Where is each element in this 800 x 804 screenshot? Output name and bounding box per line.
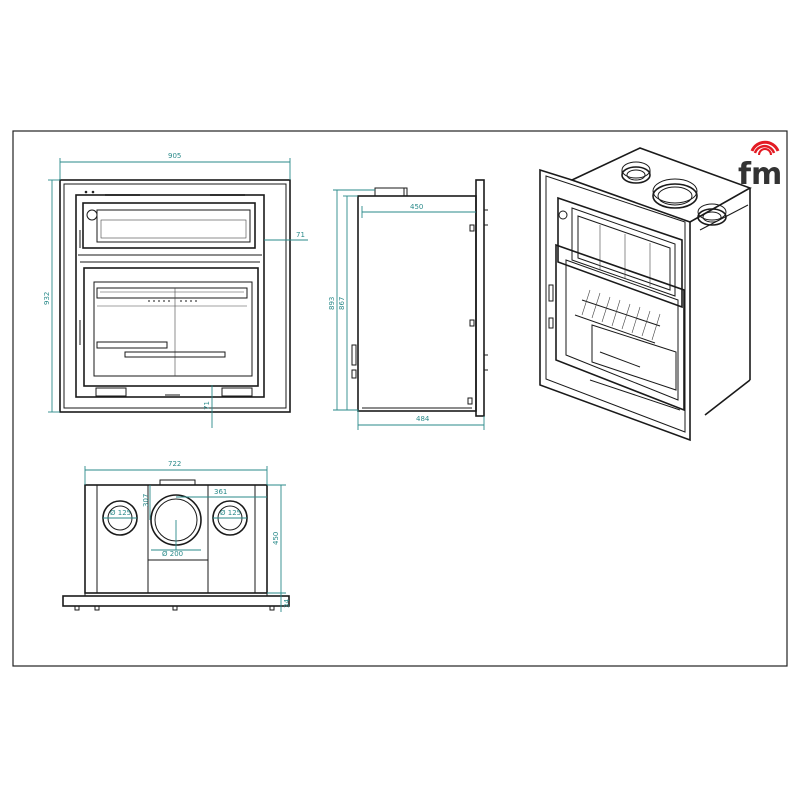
side-top-depth-label: 450	[410, 203, 423, 211]
top-depth-label: 450	[272, 532, 280, 545]
side-inner-height-dimension: 867	[338, 195, 358, 410]
top-width-dimension: 722	[84, 460, 268, 485]
side-outer-height-label: 893	[328, 297, 336, 310]
front-bottom-offset-dimension: 71	[203, 385, 213, 428]
front-width-label: 905	[168, 152, 181, 160]
sheet-frame	[12, 130, 788, 667]
right-duct-dimension: Ø 125	[213, 509, 247, 519]
main-flue-label: Ø 200	[162, 550, 183, 558]
side-bottom-depth-label: 484	[416, 415, 430, 423]
top-gap-label: 307	[142, 494, 150, 507]
top-lip-dimension: 34	[280, 593, 291, 612]
left-duct-dimension: Ø 125	[103, 509, 137, 519]
side-view	[351, 179, 488, 417]
iso-duct-back	[621, 161, 651, 184]
right-duct-label: Ø 125	[220, 509, 241, 517]
front-bottom-offset-label: 71	[203, 401, 211, 410]
side-top-depth-dimension: 450	[361, 203, 476, 218]
front-right-offset-label: 71	[296, 231, 305, 239]
side-outer-height-dimension: 893	[328, 189, 375, 411]
top-offset-dimension: 361	[176, 488, 267, 498]
side-inner-height-label: 867	[338, 297, 346, 310]
top-gap-dimension: 307	[142, 485, 151, 520]
front-right-offset-dimension: 71	[264, 231, 308, 241]
top-lip-label: 34	[283, 599, 291, 608]
top-offset-label: 361	[214, 488, 227, 496]
front-height-dimension: 932	[43, 179, 60, 413]
isometric-view	[539, 147, 752, 442]
front-width-dimension: 905	[59, 152, 291, 180]
top-width-label: 722	[168, 460, 181, 468]
side-bottom-depth-dimension: 484	[357, 410, 485, 430]
front-view	[59, 179, 291, 413]
fm-logo: fm	[738, 140, 782, 192]
iso-grill	[574, 289, 661, 344]
top-depth-dimension: 450	[267, 484, 286, 594]
main-flue-dimension: Ø 200	[151, 520, 201, 558]
left-duct-label: Ø 125	[110, 509, 131, 517]
iso-duct-front	[697, 203, 727, 226]
iso-flue-main	[652, 178, 698, 209]
front-height-label: 932	[43, 292, 51, 305]
logo-arc-icon	[750, 140, 780, 156]
